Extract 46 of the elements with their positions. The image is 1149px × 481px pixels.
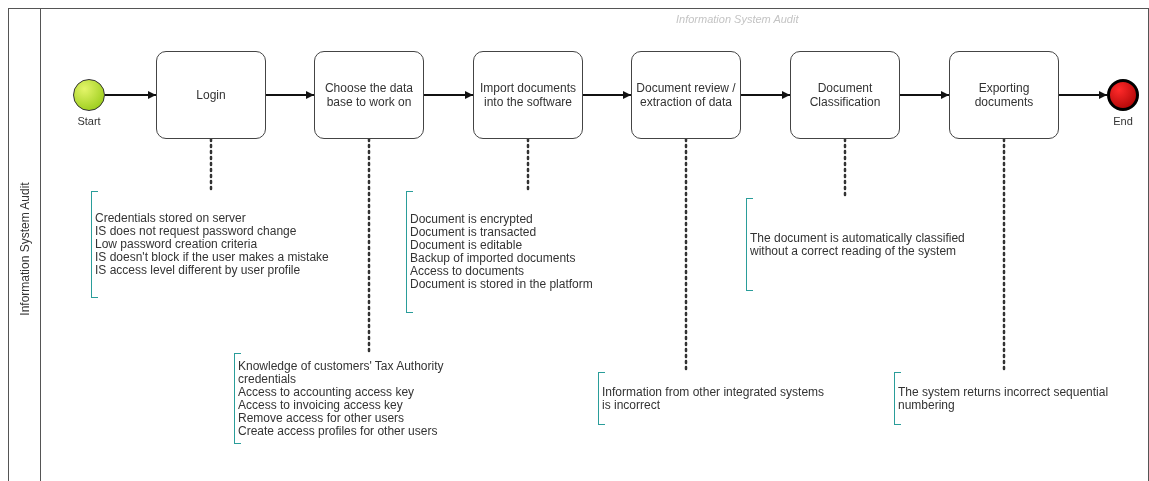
task-label: Login [196,88,226,102]
association-line [526,137,530,193]
sequence-arrow [582,91,632,99]
annotation-text: Access to documents [410,265,526,278]
pool-label: Information System Audit [17,182,33,316]
sequence-arrow [265,91,315,99]
task-label: Document Classification [808,81,882,109]
task-box [790,51,900,139]
annotation-text: Access to accounting access key [238,385,416,399]
event-label: End [1112,114,1134,129]
annotation-text: Document is encrypted [410,213,534,226]
lane-label: Information System Audit [676,12,799,27]
task-label: Import documents into the software [478,81,577,109]
sequence-arrow [1058,91,1108,99]
annotation-text: IS access level different by user profile [95,264,302,277]
sequence-arrow [899,91,950,99]
annotation-text: Information from other integrated systems is incorrect [602,385,826,412]
annotation-text: The document is automatically classified without a correct reading of the system [750,231,966,258]
task-box [473,51,583,139]
pool [8,8,1149,481]
association-line [209,137,213,193]
sequence-arrow [423,91,474,99]
annotation-text: Remove access for other users [238,411,406,425]
task-box [631,51,741,139]
task-box [949,51,1059,139]
annotation-text: Backup of imported documents [410,252,577,265]
annotation-text: IS doesn't block if the user makes a mistake [95,251,330,264]
annotation-text: Document is stored in the platform [410,278,594,291]
annotation-text: Access to invoicing access key [238,398,403,412]
annotation-text: The system returns incorrect sequential numbering [898,385,1110,412]
task-box [314,51,424,139]
annotation-text: Document is editable [410,239,524,252]
annotation-text: Create access profiles for other users [238,424,439,438]
task-label: Exporting documents [973,81,1035,109]
task-label: Choose the data base to work on [323,81,415,109]
annotation-text: Low password creation criteria [95,238,258,251]
event-label: Start [76,114,102,129]
annotation-text: Knowledge of customers' Tax Authority credentials [238,359,445,386]
task-label: Document review / extraction of data [636,81,736,109]
association-line [367,137,371,355]
sequence-arrow [104,91,157,99]
sequence-arrow [740,91,791,99]
annotation-text: Document is transacted [410,226,538,239]
task-box [156,51,266,139]
annotation-text: IS does not request password change [95,225,298,238]
annotation-text: Credentials stored on server [95,212,247,225]
